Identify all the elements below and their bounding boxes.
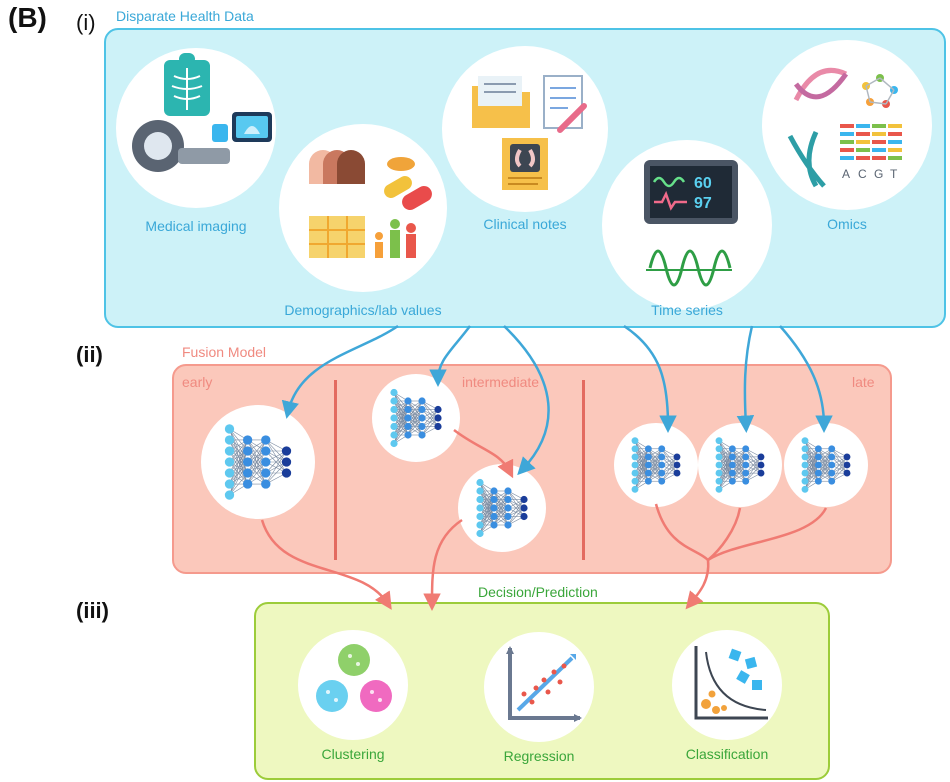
regression-icon (506, 646, 582, 722)
section-i-label: (i) (76, 10, 96, 35)
demographics-icon (309, 150, 432, 258)
section-iii-label: (iii) (76, 598, 109, 623)
classification-label: Classification (685, 746, 769, 762)
medical-imaging-label: Medical imaging (145, 218, 247, 234)
dna-letter-a: A (842, 167, 850, 181)
dna-letter-g: G (874, 167, 883, 181)
early-label: early (182, 374, 213, 390)
classification-icon (694, 646, 768, 720)
nn-late-2-icon (698, 423, 782, 507)
regression-circle (484, 632, 594, 742)
monitor-reading-1: 60 (694, 175, 712, 192)
late-divider (582, 380, 585, 560)
dna-letter-t: T (890, 167, 898, 181)
late-label: late (852, 374, 875, 390)
output-box-title: Decision/Prediction (478, 584, 598, 600)
nn-intermediate-1-icon (372, 374, 460, 462)
dna-letter-c: C (858, 167, 867, 181)
nn-intermediate-2-icon (458, 464, 546, 552)
demographics-label: Demographics/lab values (284, 302, 442, 318)
nn-late-3-icon (784, 423, 868, 507)
demographics-circle (279, 124, 447, 292)
data-box-title: Disparate Health Data (116, 8, 254, 24)
fusion-box-title: Fusion Model (182, 344, 267, 360)
panel-letter: (B) (8, 2, 47, 33)
clinical-notes-label: Clinical notes (483, 216, 567, 232)
medical-imaging-icon (132, 53, 272, 172)
regression-label: Regression (503, 748, 575, 764)
clinical-notes-icon (472, 75, 587, 190)
clustering-icon (316, 644, 392, 712)
monitor-reading-2: 97 (694, 195, 712, 212)
classification-circle (672, 630, 782, 740)
early-divider (334, 380, 337, 560)
omics-icon: A C G T (787, 67, 902, 188)
nn-late-1-icon (614, 423, 698, 507)
section-ii-label: (ii) (76, 342, 103, 367)
omics-label: Omics (827, 216, 867, 232)
time-series-icon: 60 97 (644, 160, 738, 287)
clustering-label: Clustering (321, 746, 385, 762)
nn-early-icon (201, 405, 315, 519)
time-series-label: Time series (651, 302, 723, 318)
